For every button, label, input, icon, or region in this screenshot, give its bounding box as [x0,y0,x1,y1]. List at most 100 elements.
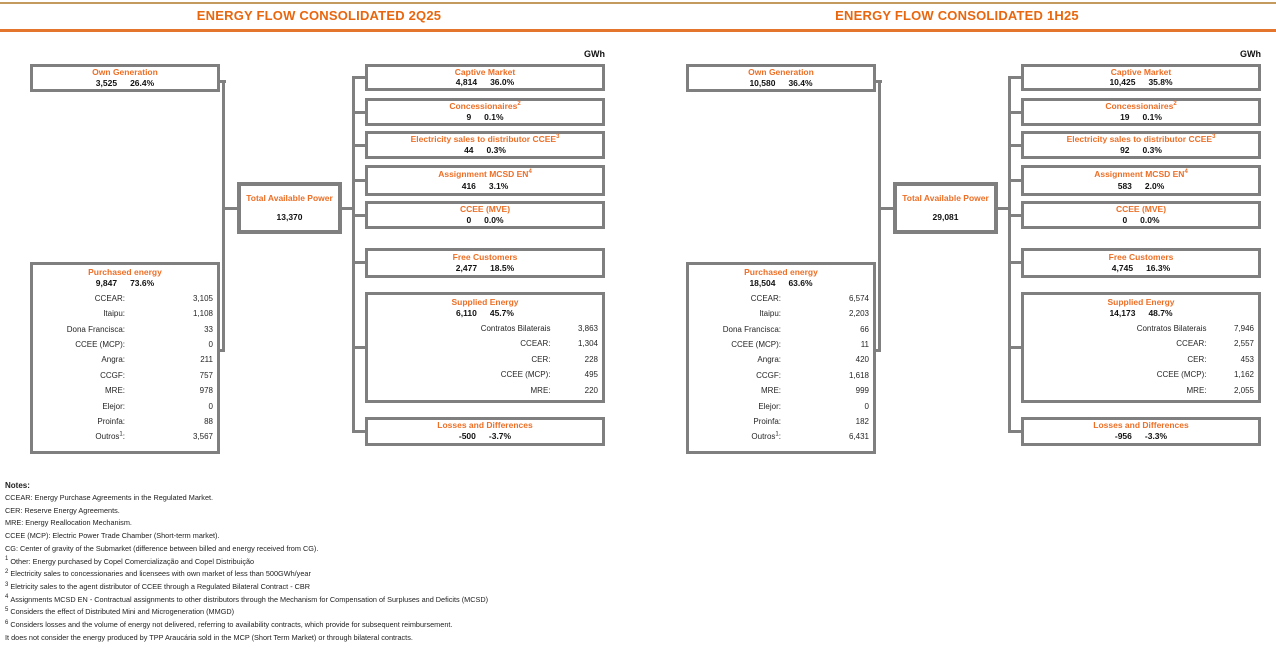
box-values: 416 3.1% [368,180,602,191]
purchased-energy-box: Purchased energy 18,504 63.6% CCEAR:6,57… [686,262,876,454]
captive-market-box: Captive Market 4,814 36.0% [365,64,605,91]
box-title: Captive Market [454,66,516,77]
box-title: Supplied Energy [1107,297,1175,307]
row-value: 66 [860,324,869,334]
row-label: Outros1: [751,431,781,442]
connector-line [881,207,893,210]
connector-line [1010,111,1021,114]
table-row: CCEAR:3,105 [33,291,217,306]
box-title: Purchased energy [744,267,818,277]
connector-line [998,207,1009,210]
row-label: CCGF: [100,370,125,380]
value: 9 [466,111,472,122]
row-value: 6,431 [848,432,869,442]
value: 3,525 [95,77,118,88]
box-title: Free Customers [1108,251,1174,262]
connector-line [352,76,355,433]
box-title: Own Generation [92,67,158,78]
percent: 2.0% [1144,180,1165,191]
value: 0 [466,214,472,225]
percent: 48.7% [1148,308,1173,319]
box-title: Total Available Power [246,193,333,204]
percent: -3.7% [488,431,512,442]
table-row: CER:228 [368,352,602,368]
row-label: CCEAR: [1176,339,1207,349]
percent: 36.0% [490,76,515,87]
connector-line [1010,346,1021,349]
own-generation-box: Own Generation 10,580 36.4% [686,64,876,92]
value: 44 [464,144,474,155]
row-value: 2,203 [848,309,869,319]
row-label: Elejor: [102,401,125,411]
table-row: CCEE (MCP):495 [368,367,602,383]
connector-line [873,349,881,352]
box-values: 6,110 45.7% [368,308,602,318]
box-title: Free Customers [452,251,518,262]
table-row: CCEAR:2,557 [1024,336,1258,352]
table-row: CCGF:1,618 [689,368,873,383]
connector-line [873,80,882,83]
row-label: MRE: [105,386,125,396]
row-value: 228 [584,354,598,364]
value: 13,370 [276,211,303,222]
row-value: 1,304 [577,339,598,349]
table-row: MRE: 978 [33,383,217,398]
row-value: 88 [204,417,213,426]
box-values: 9 0.1% [368,111,602,122]
box-values: -956 -3.3% [1024,431,1258,441]
top-rule [0,2,1276,4]
row-value: 2,055 [1233,385,1254,395]
value: 416 [461,180,476,191]
concessionaires-box: Concessionaires2 9 0.1% [365,98,605,126]
row-label: Contratos Bilaterais [480,323,551,333]
assignment-mcsd-box: Assignment MCSD EN4 416 3.1% [365,165,605,196]
percent: 63.6% [788,278,813,289]
supplied-energy-box: Supplied Energy 6,110 45.7% Contratos Bi… [365,292,605,403]
row-label: Dona Francisca: [66,324,125,334]
table-row: MRE: 2,055 [1024,383,1258,399]
table-row: Dona Francisca: 66 [689,321,873,336]
box-title: CCEE (MVE) [1115,204,1167,215]
box-values: 44 0.3% [368,144,602,155]
electricity-sales-distributor-box: Electricity sales to distributor CCEE3 9… [1021,131,1261,159]
row-label: CCGF: [756,370,781,380]
percent: 0.1% [1142,111,1162,122]
row-label: Itaipu: [759,309,781,319]
row-label: CER: [1187,354,1207,364]
row-value: 33 [204,324,213,334]
percent: 0.1% [484,111,504,122]
row-label: Proinfa: [97,417,125,426]
box-title: Purchased energy [88,267,162,277]
box-title: Losses and Differences [1093,420,1189,431]
note-line: CCEAR: Energy Purchase Agreements in the… [5,493,214,502]
row-value: 453 [1240,354,1254,364]
table-row: Outros1: 6,431 [689,429,873,444]
value: 14,173 [1109,308,1136,319]
row-value: 7,946 [1233,323,1254,333]
row-value: 1,108 [192,309,213,319]
connector-line [1010,179,1021,182]
box-values: 583 2.0% [1024,180,1258,191]
box-values: 4,745 16.3% [1024,263,1258,273]
connector-line [354,144,365,147]
supplied-energy-box: Supplied Energy 14,173 48.7% Contratos B… [1021,292,1261,403]
row-value: 978 [199,386,213,396]
box-title: Electricity sales to distributor CCEE3 [410,134,560,145]
row-value: 0 [864,401,869,411]
box-title: Concessionaires2 [1105,101,1177,112]
box-values: 18,504 63.6% [689,278,873,289]
electricity-sales-distributor-box: Electricity sales to distributor CCEE3 4… [365,131,605,159]
value: 29,081 [932,211,959,222]
unit-label: GWh [1240,49,1261,59]
box-title: Supplied Energy [451,297,519,307]
box-title: Electricity sales to distributor CCEE3 [1066,134,1216,145]
row-label: Dona Francisca: [722,324,781,334]
row-label: MRE: [1186,385,1207,395]
row-value: 495 [584,370,598,380]
row-label: Itaipu: [103,309,125,319]
